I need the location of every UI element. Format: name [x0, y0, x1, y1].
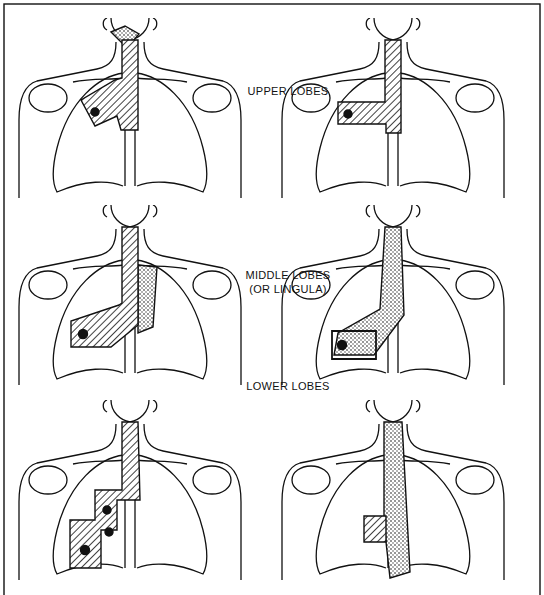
hatched-bronchus [71, 227, 138, 347]
lobe-dot [91, 108, 99, 116]
lower-lobe-drainage [70, 422, 140, 568]
torso-outline [19, 18, 241, 198]
frame-border [4, 4, 540, 595]
stipple-region [384, 422, 410, 578]
upper-lobe-drainage [338, 40, 401, 133]
lobe-dot [103, 506, 111, 514]
lobe-dot [79, 330, 88, 339]
lobe-dot [338, 341, 347, 350]
hatched-bronchus [70, 422, 140, 568]
lobe-label: LOWER LOBES [238, 379, 338, 393]
lobe-label: UPPER LOBES [238, 84, 338, 98]
torso-outline [282, 400, 504, 580]
lobe-dot [344, 110, 352, 118]
lobe-dot [81, 546, 90, 555]
stipple-region [138, 265, 157, 333]
middle-lobe-drainage [332, 227, 404, 359]
torso-outline [19, 400, 241, 580]
hatched-bronchus [338, 40, 401, 133]
lower-lobe-drainage [364, 422, 410, 578]
stipple-region [334, 227, 404, 355]
hatched-bronchus [364, 516, 386, 542]
hatched-bronchus [81, 40, 138, 130]
torso-outline [19, 205, 241, 385]
lobe-outline [332, 331, 376, 359]
middle-lobe-drainage [71, 227, 157, 347]
lobe-dot [105, 528, 113, 536]
upper-lobe-drainage [81, 26, 139, 130]
torso-outline [282, 18, 504, 198]
lobe-label: MIDDLE LOBES (OR LINGULA) [238, 268, 338, 296]
